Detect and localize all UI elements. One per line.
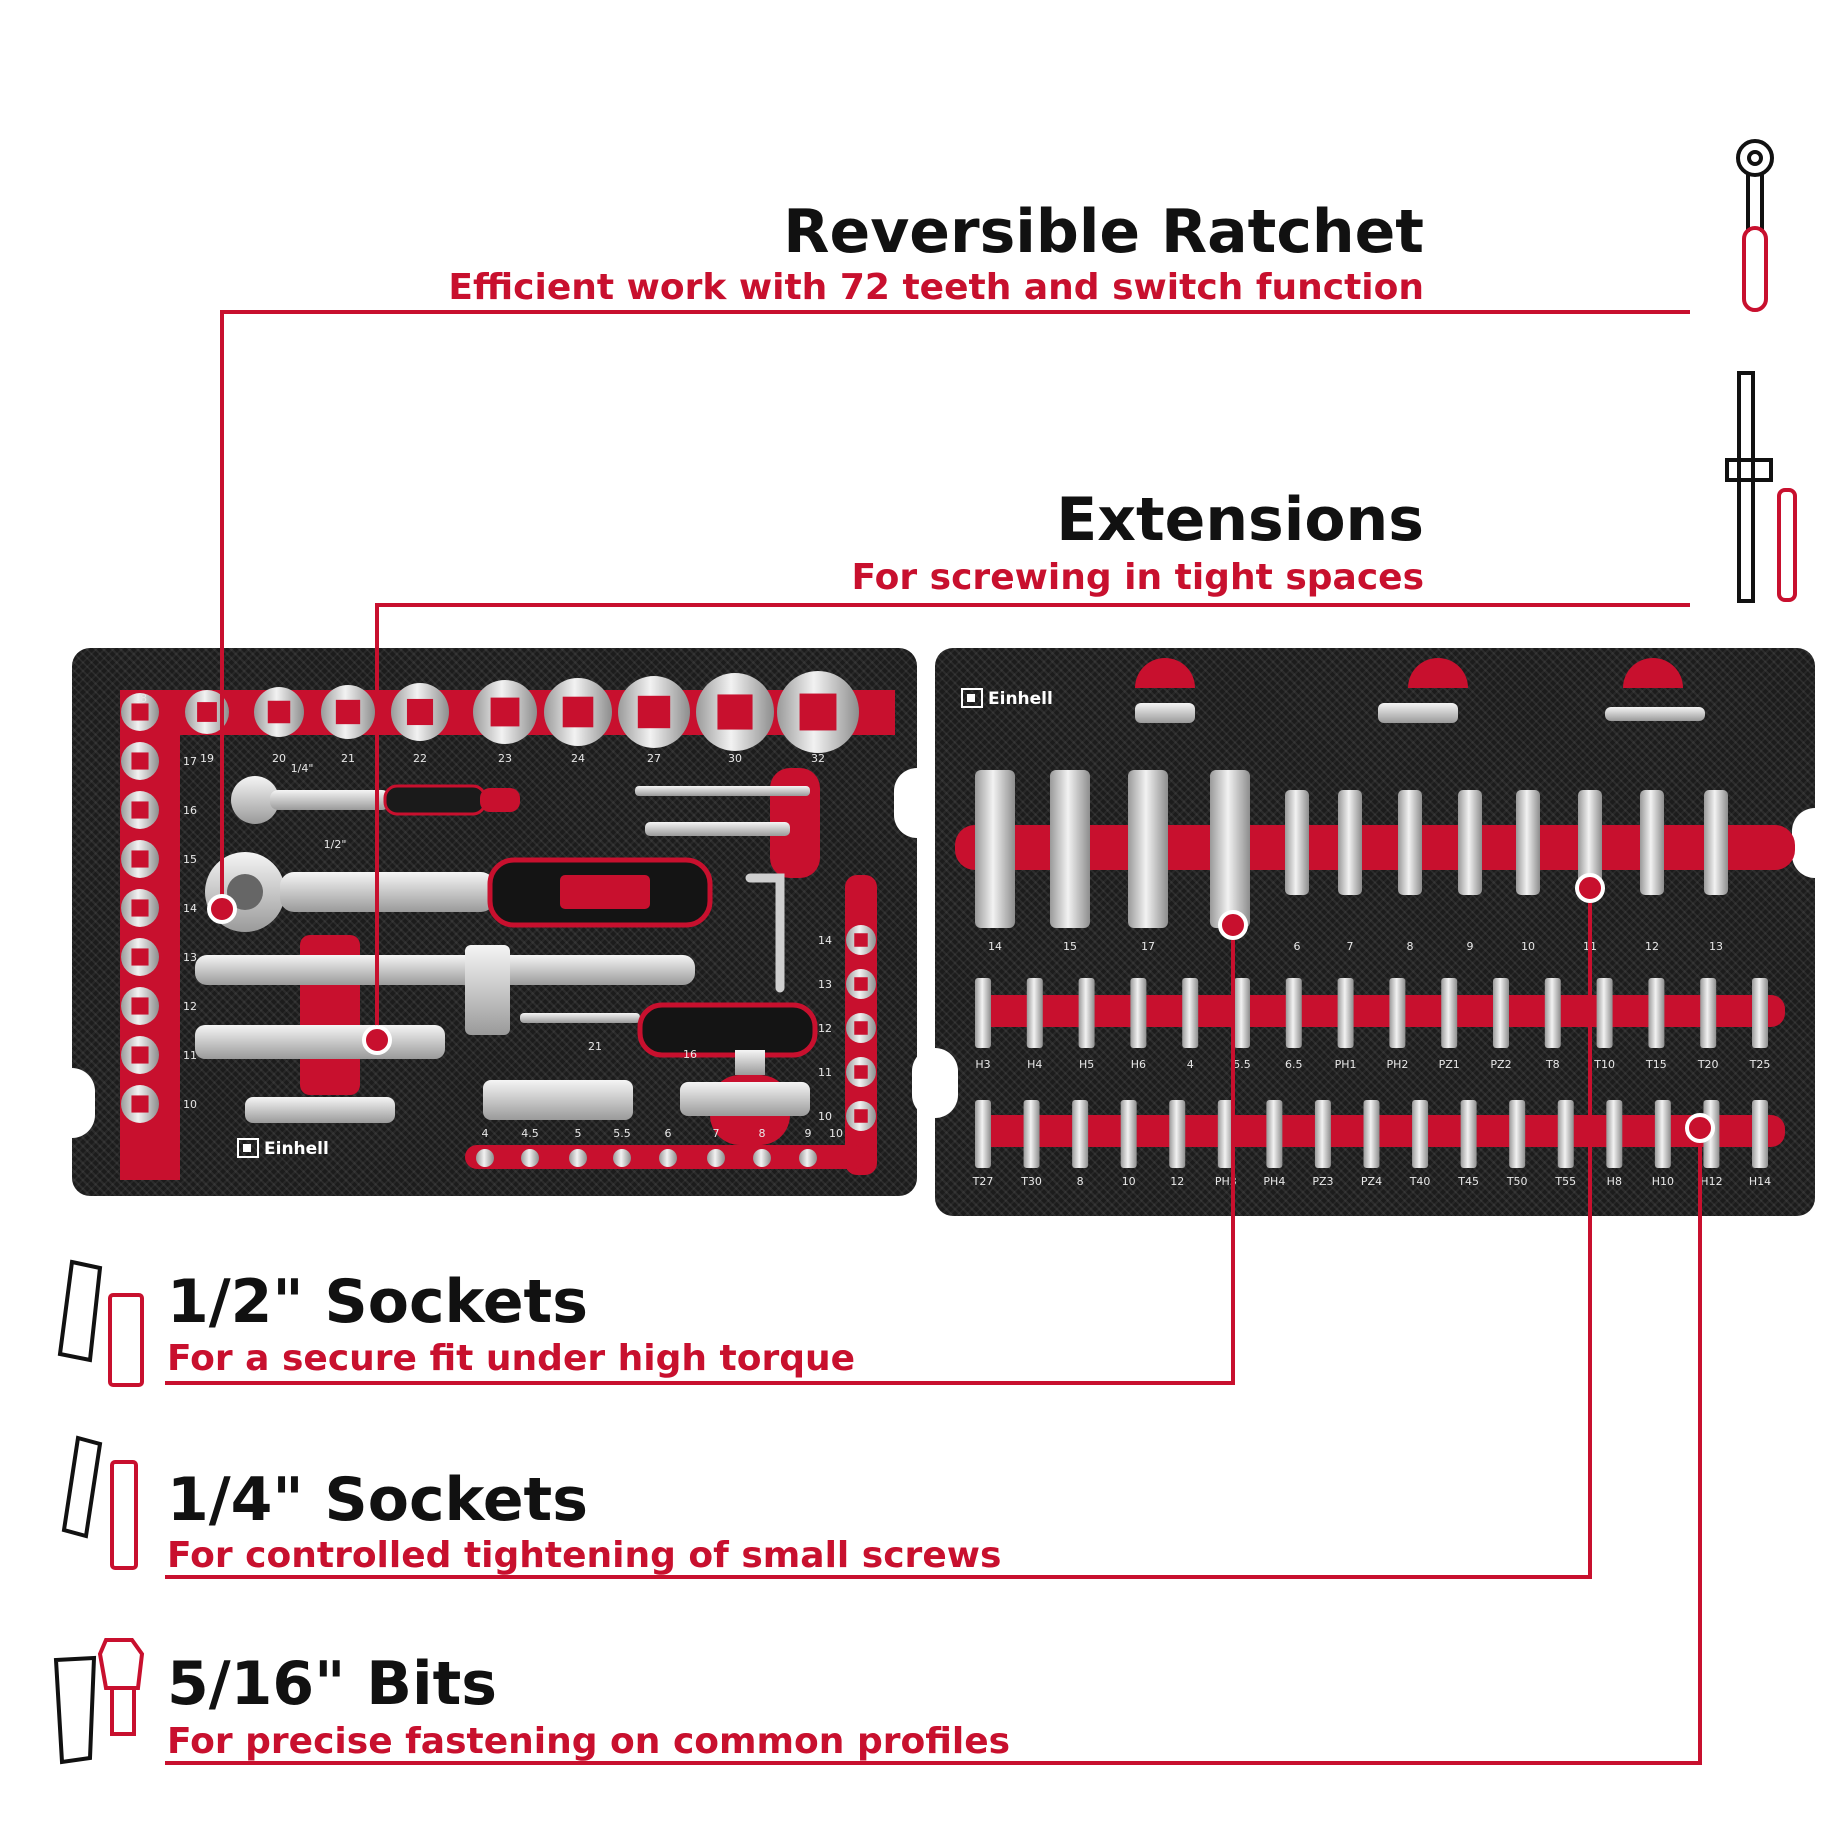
right-tray-brand-logo: Einhell [961,688,1053,709]
bits-title: 5/16" Bits [167,1649,497,1719]
ratchet-subtitle: Efficient work with 72 teeth and switch … [448,267,1424,308]
left-tray-brand-logo: Einhell [237,1138,329,1159]
left-tool-tray: Einhell [49,648,940,1196]
extensions-subtitle: For screwing in tight spaces [851,557,1424,598]
right-tray-brand-name: Einhell [988,689,1053,709]
ratchet-icon [1736,139,1774,312]
bit-icon [53,1638,145,1765]
half-inch-sockets-title: 1/2" Sockets [167,1267,588,1337]
quarter-inch-sockets-title: 1/4" Sockets [167,1465,588,1535]
left-tray-brand-name: Einhell [264,1139,329,1159]
bits-subtitle: For precise fastening on common profiles [167,1721,1011,1762]
extension-bar-icon [1725,371,1797,603]
extensions-title: Extensions [1056,485,1424,555]
ratchet-title: Reversible Ratchet [783,197,1424,267]
socket-icon-quarter [61,1435,138,1570]
socket-icon [57,1259,144,1387]
half-inch-sockets-subtitle: For a secure fit under high torque [167,1338,856,1379]
right-tool-tray: Einhell [912,648,1838,1216]
quarter-inch-sockets-subtitle: For controlled tightening of small screw… [167,1535,1002,1576]
